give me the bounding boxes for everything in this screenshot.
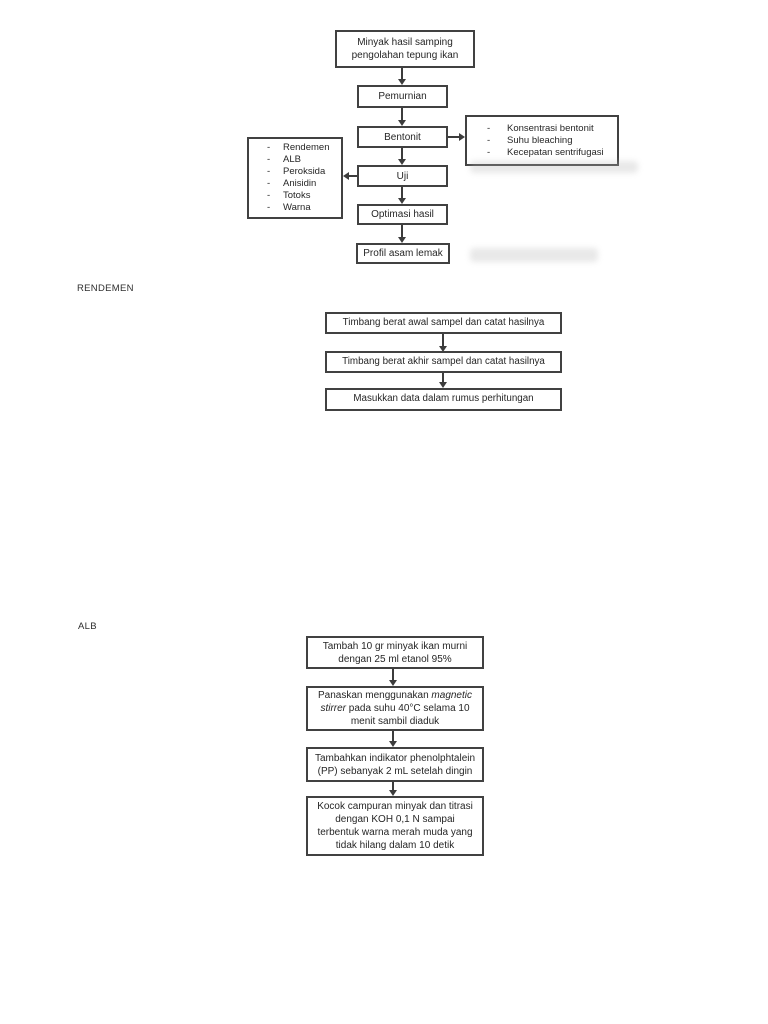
test-parameter-item: - Totoks <box>267 190 337 202</box>
scan-smudge <box>470 161 638 173</box>
scan-smudge <box>470 248 598 262</box>
alb-step-2-label: Panaskan menggunakan magnetic stirrer pa… <box>308 689 482 728</box>
test-parameter-label: Totoks <box>283 190 311 201</box>
alb-step-1-label: Tambah 10 gr minyak ikan murni dengan 25… <box>322 640 468 665</box>
alb-step-2-text: pada suhu 40°C selama 10 menit sambil di… <box>348 703 470 727</box>
bleaching-parameter-item: - Kecepatan sentrifugasi <box>487 147 613 159</box>
flow-node-bentonit-label: Bentonit <box>384 131 421 143</box>
bleaching-parameters-box: - Konsentrasi bentonit - Suhu bleaching … <box>465 115 619 166</box>
bleaching-parameter-label: Konsentrasi bentonit <box>507 122 594 134</box>
bullet-dash: - <box>267 154 271 165</box>
flow-node-pemurnian-label: Pemurnian <box>378 91 427 102</box>
test-parameter-label: Peroksida <box>283 166 326 177</box>
bullet-dash: - <box>267 202 271 213</box>
flow-node-optimasi-hasil-label: Optimasi hasil <box>371 209 434 220</box>
alb-step-4: Kocok campuran minyak dan titrasi dengan… <box>306 796 484 856</box>
arrow-down-icon <box>397 187 407 204</box>
test-parameter-label: Rendemen <box>283 142 330 153</box>
arrow-down-icon <box>397 68 407 85</box>
arrow-down-icon <box>388 782 398 796</box>
bullet-dash: - <box>487 134 491 146</box>
arrow-down-icon <box>438 373 448 388</box>
flow-node-bentonit: Bentonit <box>357 126 448 148</box>
bullet-dash: - <box>267 178 271 189</box>
rendemen-step-3: Masukkan data dalam rumus perhitungan <box>325 388 562 411</box>
alb-step-2: Panaskan menggunakan magnetic stirrer pa… <box>306 686 484 731</box>
flow-node-optimasi-hasil: Optimasi hasil <box>357 204 448 225</box>
rendemen-step-2: Timbang berat akhir sampel dan catat has… <box>325 351 562 373</box>
bleaching-parameter-label: Kecepatan sentrifugasi <box>507 146 604 158</box>
arrow-down-icon <box>438 334 448 352</box>
bullet-dash: - <box>267 166 271 177</box>
flow-node-source: Minyak hasil samping pengolahan tepung i… <box>335 30 475 68</box>
arrow-down-icon <box>388 669 398 686</box>
alb-step-3: Tambahkan indikator phenolphtalein (PP) … <box>306 747 484 782</box>
bleaching-parameter-label: Suhu bleaching <box>507 134 573 146</box>
test-parameter-label: Anisidin <box>283 178 317 189</box>
alb-step-4-label: Kocok campuran minyak dan titrasi dengan… <box>317 801 473 851</box>
rendemen-step-3-label: Masukkan data dalam rumus perhitungan <box>353 393 534 405</box>
rendemen-step-1-label: Timbang berat awal sampel dan catat hasi… <box>342 316 545 328</box>
bleaching-parameter-item: - Konsentrasi bentonit <box>487 123 613 135</box>
alb-step-2-italic-text: magnetic stirrer <box>320 690 472 714</box>
alb-step-1: Tambah 10 gr minyak ikan murni dengan 25… <box>306 636 484 669</box>
flow-node-uji-label: Uji <box>396 170 409 182</box>
test-parameter-item: - Rendemen <box>267 142 337 154</box>
flow-node-pemurnian: Pemurnian <box>357 85 448 108</box>
bullet-dash: - <box>267 190 271 201</box>
rendemen-step-1: Timbang berat awal sampel dan catat hasi… <box>325 312 562 334</box>
arrow-down-icon <box>388 731 398 747</box>
rendemen-section-label: RENDEMEN <box>77 283 134 294</box>
bullet-dash: - <box>487 122 491 134</box>
test-parameter-item: - Warna <box>267 202 337 214</box>
flow-node-source-label: Minyak hasil samping pengolahan tepung i… <box>351 37 459 61</box>
test-parameter-item: - ALB <box>267 154 337 166</box>
alb-step-3-label: Tambahkan indikator phenolphtalein (PP) … <box>314 752 476 777</box>
flow-node-profil-asam-lemak: Profil asam lemak <box>356 243 450 264</box>
bleaching-parameter-item: - Suhu bleaching <box>487 135 613 147</box>
rendemen-step-2-label: Timbang berat akhir sampel dan catat has… <box>342 355 545 367</box>
test-parameter-item: - Anisidin <box>267 178 337 190</box>
arrow-down-icon <box>397 225 407 243</box>
test-parameter-label: ALB <box>283 154 301 165</box>
bullet-dash: - <box>487 146 491 158</box>
test-parameters-box: - Rendemen - ALB - Peroksida - Anisidin … <box>247 137 343 219</box>
alb-section-label: ALB <box>78 621 97 632</box>
arrow-right-icon <box>448 132 465 142</box>
test-parameter-item: - Peroksida <box>267 166 337 178</box>
arrow-left-icon <box>343 171 357 181</box>
flow-node-profil-asam-lemak-label: Profil asam lemak <box>363 248 443 259</box>
arrow-down-icon <box>397 148 407 165</box>
flow-node-uji: Uji <box>357 165 448 187</box>
alb-step-2-text: Panaskan menggunakan <box>318 690 432 701</box>
arrow-down-icon <box>397 108 407 126</box>
test-parameter-label: Warna <box>283 202 311 213</box>
bullet-dash: - <box>267 142 271 153</box>
